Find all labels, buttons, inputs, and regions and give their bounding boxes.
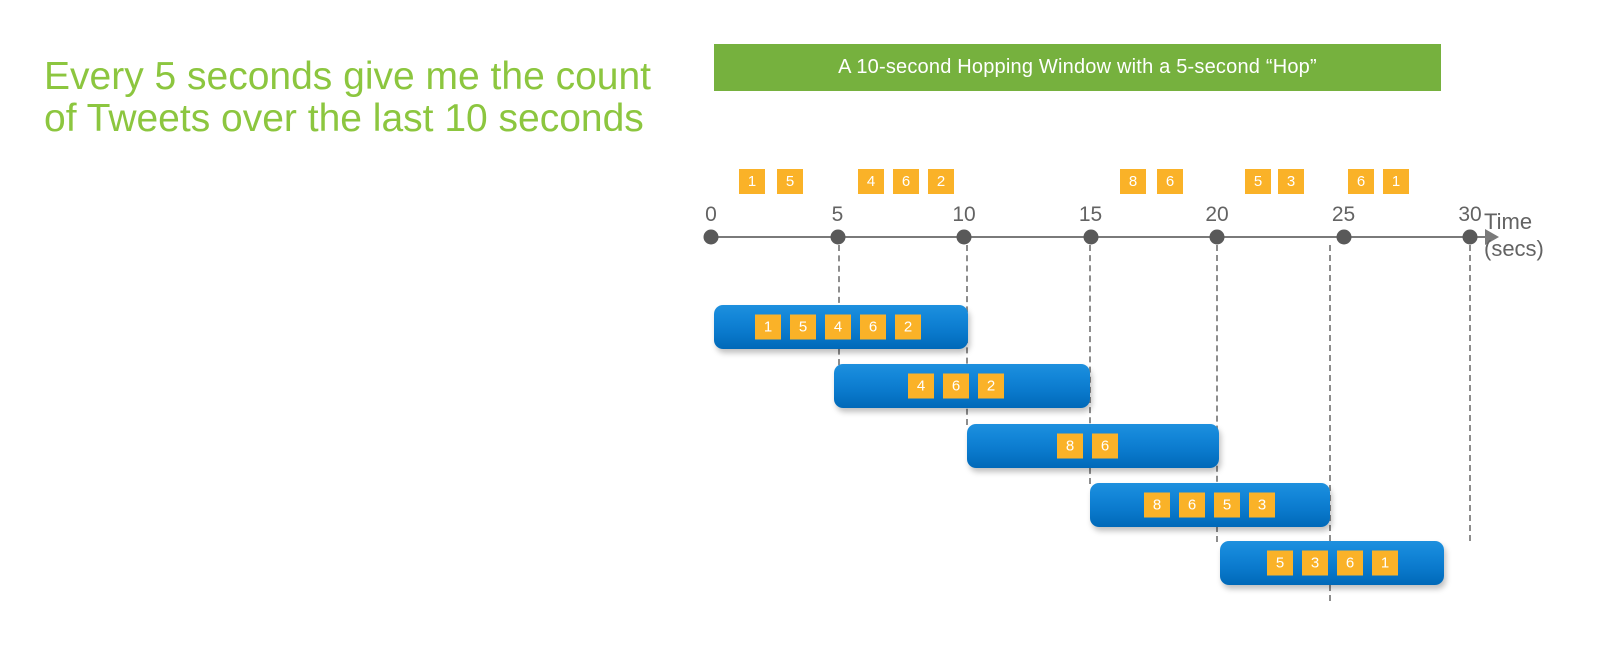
time-axis-line <box>711 236 1486 238</box>
time-tick-dot <box>1462 229 1478 245</box>
tweet-tile: 1 <box>1372 550 1398 576</box>
time-tick-label: 0 <box>705 203 717 226</box>
tweet-tile: 3 <box>1278 169 1304 194</box>
tweet-tile: 8 <box>1120 169 1146 194</box>
tweet-tile: 6 <box>1179 492 1205 518</box>
time-axis-label-main: Time <box>1484 209 1533 234</box>
diagram-title-label: A 10-second Hopping Window with a 5-seco… <box>838 56 1317 78</box>
time-axis-arrow-icon <box>1485 229 1499 245</box>
diagram-title-banner: A 10-second Hopping Window with a 5-seco… <box>714 44 1441 91</box>
tweet-tile: 2 <box>895 314 921 340</box>
tweet-tile: 6 <box>893 169 919 194</box>
time-tick-dot <box>1209 229 1225 245</box>
tweet-tile: 5 <box>1245 169 1271 194</box>
tweet-tile: 8 <box>1144 492 1170 518</box>
tweet-tile: 1 <box>1383 169 1409 194</box>
tweet-tile: 6 <box>1337 550 1363 576</box>
tweet-tile: 3 <box>1302 550 1328 576</box>
tweet-tile: 6 <box>1092 433 1118 459</box>
tweet-tile: 2 <box>978 373 1004 399</box>
window-guide-line <box>1216 245 1218 542</box>
time-tick-dot <box>956 229 972 245</box>
tweet-tile: 6 <box>1157 169 1183 194</box>
window-guide-line <box>1329 245 1331 601</box>
time-tick-label: 20 <box>1205 203 1229 226</box>
page-title: Every 5 seconds give me the count of Twe… <box>44 55 651 140</box>
tweet-tile: 4 <box>858 169 884 194</box>
time-tick-label: 30 <box>1458 203 1482 226</box>
time-tick-dot <box>830 229 845 245</box>
time-tick-dot <box>1336 229 1351 245</box>
tweet-tile: 2 <box>928 169 954 194</box>
window-guide-line <box>966 245 968 425</box>
time-tick-label: 5 <box>831 203 844 226</box>
tweet-tile: 1 <box>739 169 765 194</box>
time-tick-label: 25 <box>1331 203 1356 226</box>
tweet-tile: 4 <box>908 373 934 399</box>
tweet-tile: 6 <box>860 314 886 340</box>
time-tick-dot <box>1083 229 1098 245</box>
time-tick-label: 15 <box>1078 203 1103 226</box>
window-guide-line <box>1469 245 1471 541</box>
tweet-tile: 8 <box>1057 433 1083 459</box>
tweet-tile: 4 <box>825 314 851 340</box>
tweet-tile: 6 <box>943 373 969 399</box>
tweet-tile: 1 <box>755 314 781 340</box>
tweet-tile: 5 <box>1267 550 1293 576</box>
time-tick-label: 10 <box>952 203 976 226</box>
time-axis-label: Time (secs) <box>1484 208 1544 262</box>
tweet-tile: 5 <box>1214 492 1240 518</box>
tweet-tile: 5 <box>790 314 816 340</box>
window-guide-line <box>838 245 840 365</box>
tweet-tile: 5 <box>777 169 803 194</box>
tweet-tile: 3 <box>1249 492 1275 518</box>
tweet-tile: 6 <box>1348 169 1374 194</box>
time-tick-dot <box>703 229 719 245</box>
time-axis-label-unit: (secs) <box>1484 236 1544 261</box>
window-guide-line <box>1089 245 1091 484</box>
